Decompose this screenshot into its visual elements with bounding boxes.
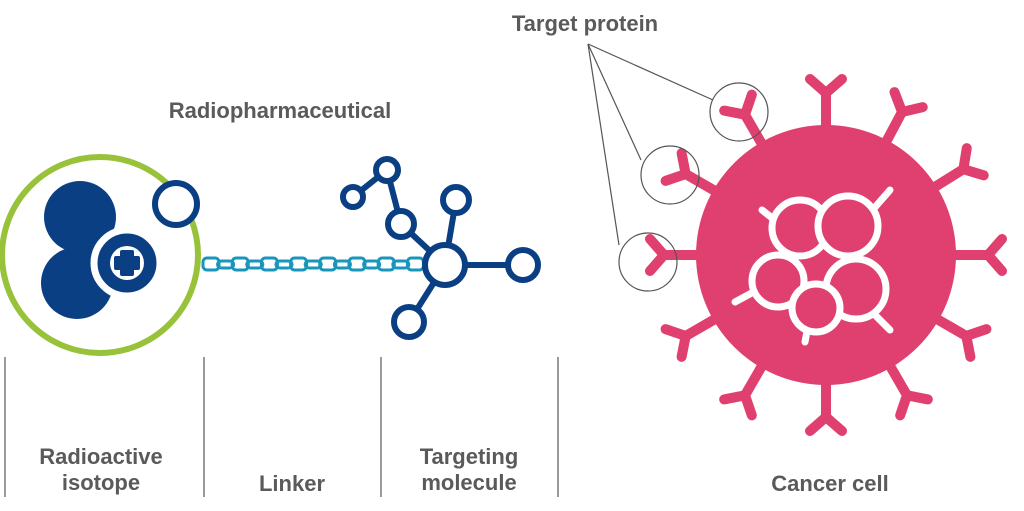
receptor-protein [883,357,933,421]
diagram-title: Radiopharmaceutical [168,98,392,123]
receptor-protein [719,357,769,421]
column-divider [380,357,382,497]
receptor-protein [660,148,724,198]
linker-chain-icon [201,256,425,272]
targeting-label-line-1: Targeting [419,444,519,469]
receptor-protein [926,143,989,195]
target-protein-highlight-2 [640,145,700,205]
targeting-label-line-2: molecule [421,470,517,495]
receptor-protein [805,374,847,436]
isotope-label-line-1: Radioactive [39,444,163,469]
cancer-cell-label: Cancer cell [771,471,889,496]
radioactive-isotope-label: Radioactive isotope [0,444,202,496]
column-divider [203,357,205,497]
targeting-molecule-label: Targeting molecule [381,444,557,496]
cell-nucleus [731,186,894,346]
receptor-protein [660,312,724,362]
receptor-protein [945,234,1007,276]
cancer-cell-icon [645,74,1007,436]
target-protein-highlight-3 [618,232,678,292]
linker-label: Linker [258,471,326,496]
target-protein-highlight-1 [709,82,769,142]
target-protein-label: Target protein [511,11,659,36]
receptor-protein [928,312,992,362]
receptor-protein [879,87,928,151]
targeting-molecule-icon [340,156,541,340]
receptor-protein [805,74,847,136]
cell-body [696,125,956,385]
receptor-protein [719,89,769,153]
target-protein-callout [587,43,769,292]
radioactive-isotope-icon [0,154,201,356]
isotope-label-line-2: isotope [61,470,141,495]
column-divider [4,357,6,497]
column-divider [557,357,559,497]
receptor-protein [645,234,707,276]
